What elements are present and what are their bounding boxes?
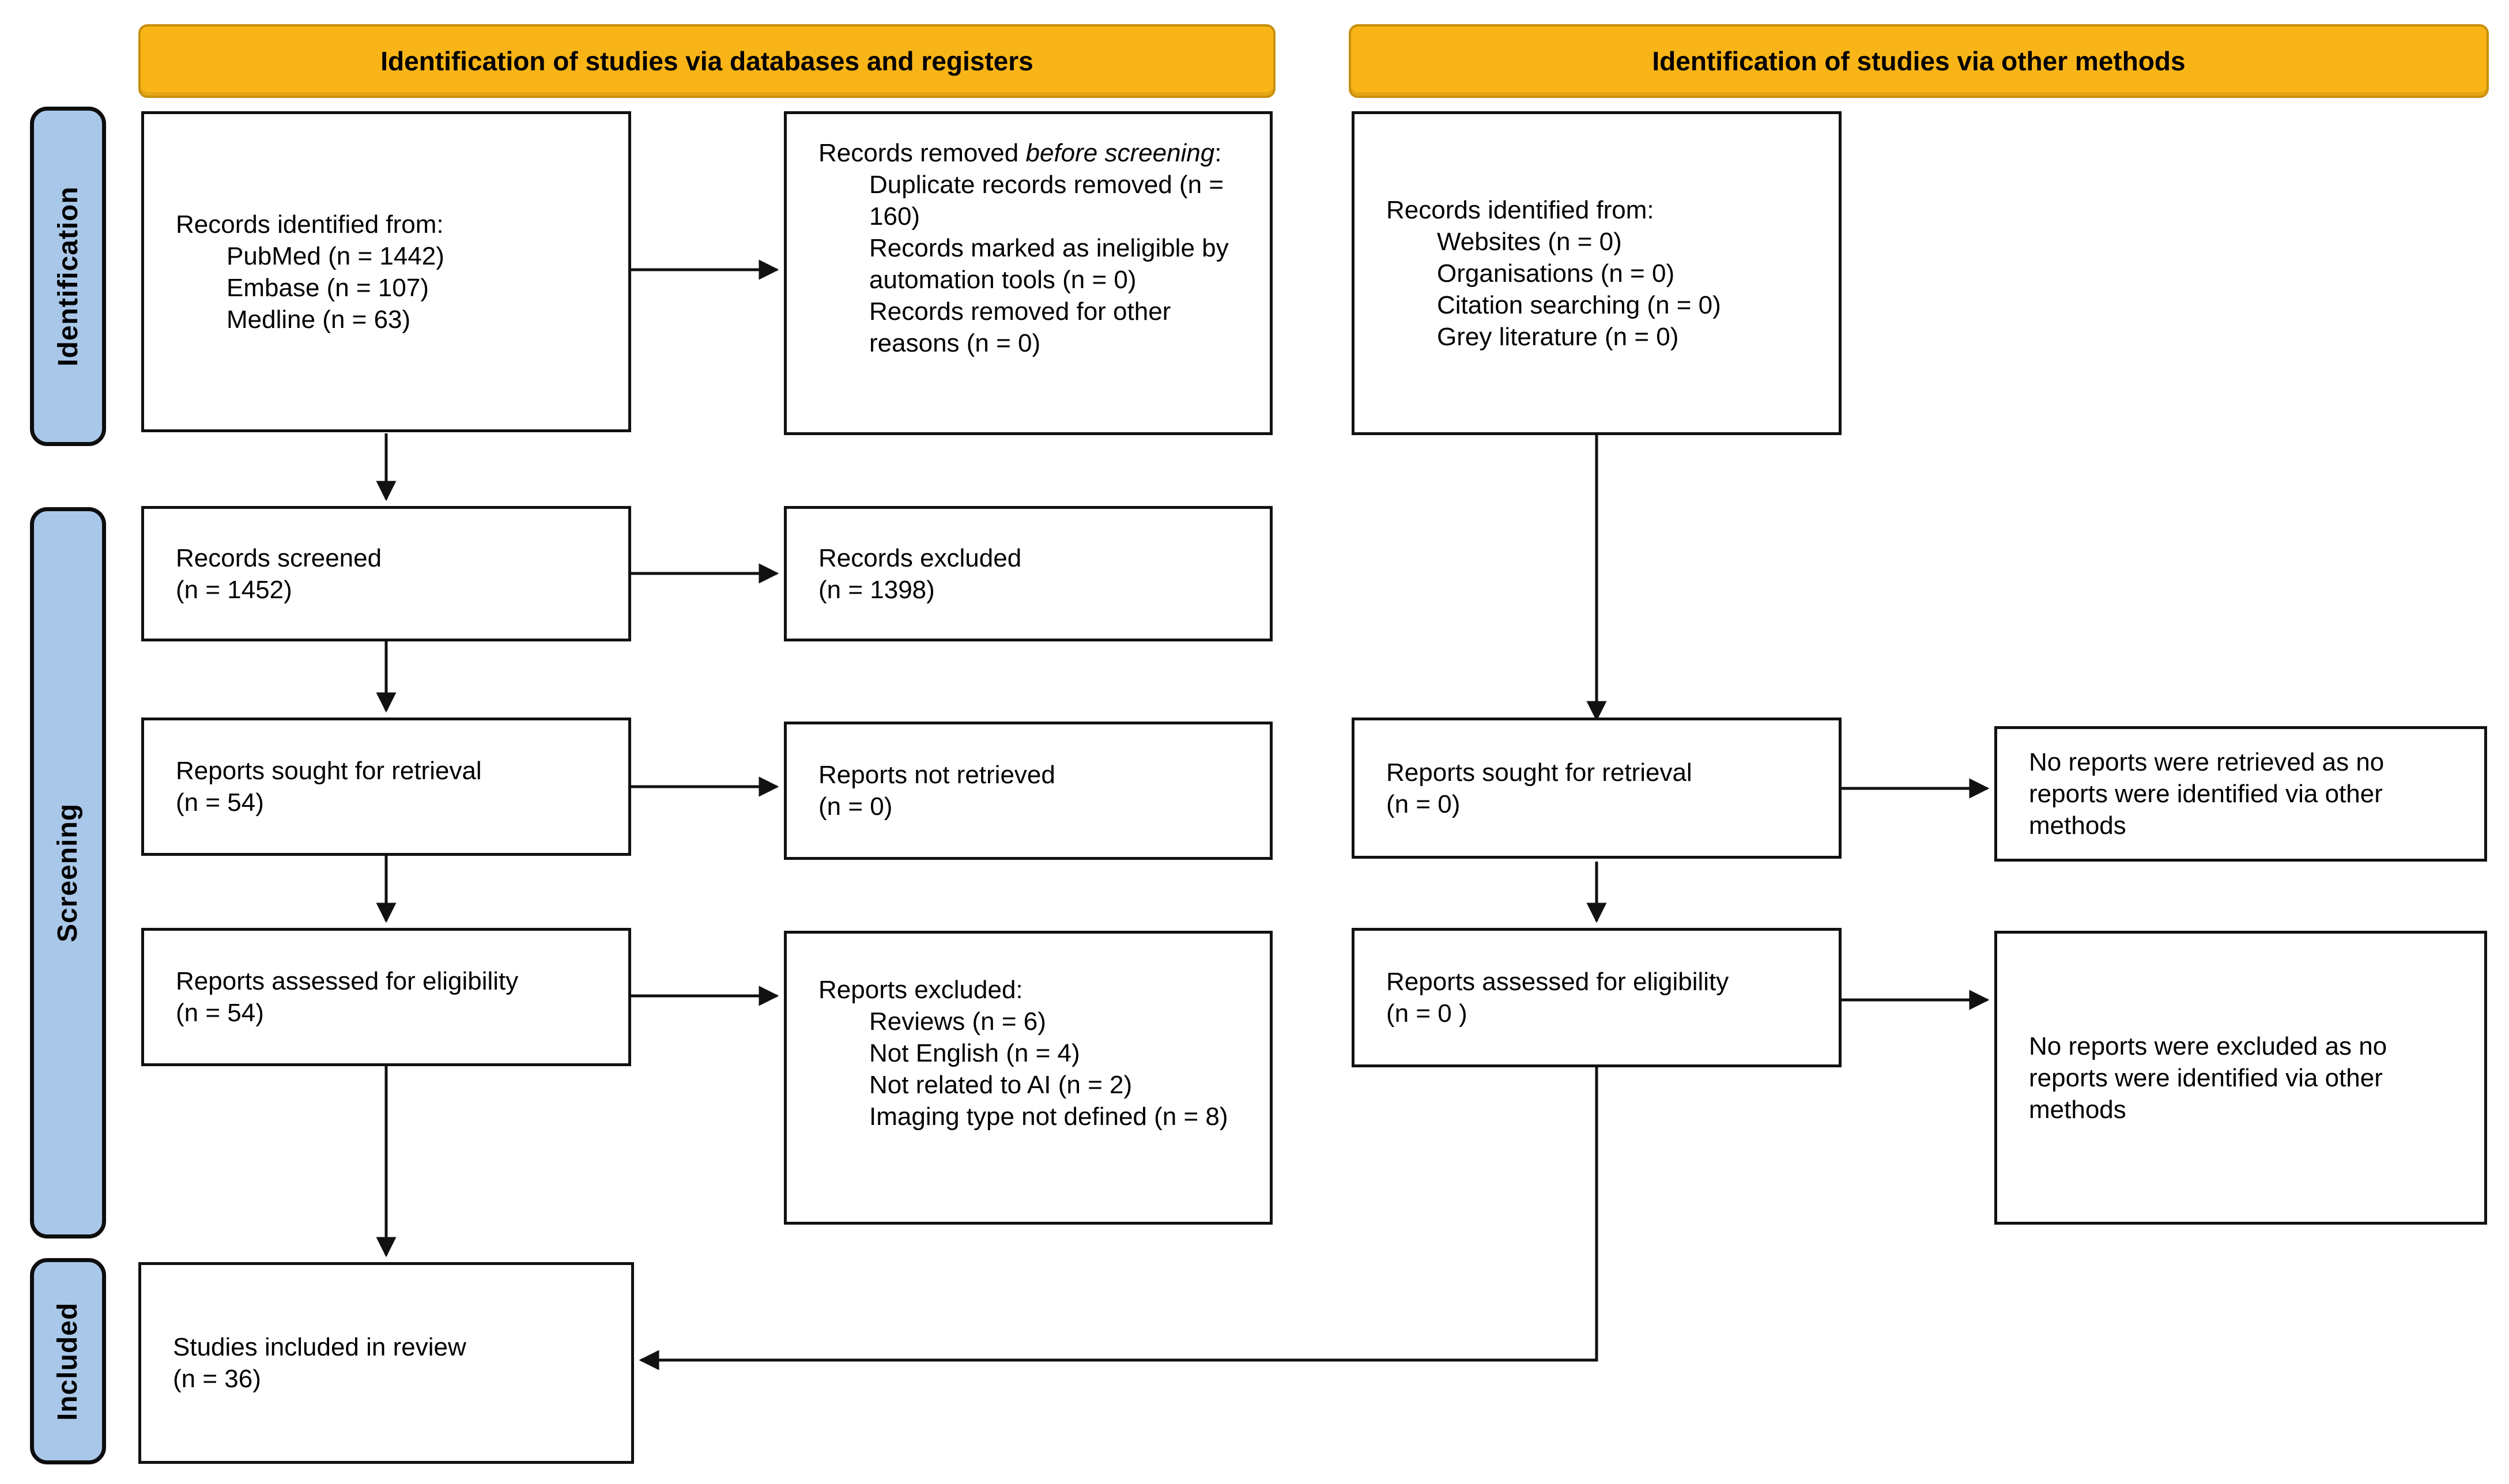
box-line: (n = 0 ) [1386, 999, 1467, 1028]
list-item: PubMed (n = 1442) [227, 241, 444, 270]
header-databases-registers: Identification of studies via databases … [138, 24, 1276, 98]
box-line: (n = 0) [1386, 790, 1461, 818]
list-item: Not English (n = 4) [869, 1039, 1080, 1067]
box-title: Records identified from: [176, 210, 444, 239]
ribbon-included: Included [30, 1258, 106, 1464]
box-line: (n = 1452) [176, 575, 292, 604]
box-records-identified-other: Records identified from: Websites (n = 0… [1352, 111, 1842, 435]
box-text: No reports were retrieved as no reports … [2029, 748, 2385, 840]
list-item: Not related to AI (n = 2) [869, 1071, 1133, 1099]
title-prefix: Records removed [818, 139, 1026, 167]
box-records-removed-before-screening: Records removed before screening: Duplic… [784, 111, 1273, 435]
ribbon-included-label: Included [52, 1302, 84, 1421]
box-records-excluded: Records excluded (n = 1398) [784, 506, 1273, 641]
list-item: Reviews (n = 6) [869, 1007, 1046, 1036]
box-reports-sought-other: Reports sought for retrieval (n = 0) [1352, 718, 1842, 859]
box-records-screened: Records screened (n = 1452) [141, 506, 631, 641]
box-line: Reports assessed for eligibility [176, 967, 519, 995]
box-reports-not-retrieved: Reports not retrieved (n = 0) [784, 722, 1273, 860]
list-item: Imaging type not defined (n = 8) [869, 1102, 1228, 1131]
box-line: Reports sought for retrieval [1386, 758, 1692, 787]
box-reports-sought-databases: Reports sought for retrieval (n = 54) [141, 718, 631, 856]
box-line: (n = 1398) [818, 575, 935, 604]
ribbon-identification: Identification [30, 107, 106, 446]
box-title: Reports excluded: [818, 976, 1023, 1004]
box-line: Studies included in review [173, 1333, 466, 1361]
title-suffix: : [1214, 139, 1222, 167]
header-other-label: Identification of studies via other meth… [1652, 46, 2186, 76]
box-title: Records identified from: [1386, 195, 1654, 224]
box-line: (n = 54) [176, 999, 264, 1027]
box-line: Reports assessed for eligibility [1386, 968, 1729, 996]
box-line: Records excluded [818, 543, 1022, 572]
box-line: Reports sought for retrieval [176, 757, 482, 785]
box-title: Records removed before screening: [818, 137, 1238, 169]
title-italic: before screening [1025, 139, 1215, 167]
header-databases-label: Identification of studies via databases … [380, 46, 1033, 76]
box-text: No reports were excluded as no reports w… [2029, 1032, 2387, 1124]
ribbon-identification-label: Identification [52, 186, 84, 367]
list-item: Records removed for other reasons (n = 0… [869, 297, 1171, 357]
box-line: (n = 54) [176, 788, 264, 817]
header-other-methods: Identification of studies via other meth… [1349, 24, 2489, 98]
box-reports-assessed-other: Reports assessed for eligibility (n = 0 … [1352, 928, 1842, 1067]
box-records-identified-databases: Records identified from: PubMed (n = 144… [141, 111, 631, 432]
ribbon-screening: Screening [30, 507, 106, 1238]
box-no-reports-retrieved: No reports were retrieved as no reports … [1994, 726, 2487, 862]
ribbon-screening-label: Screening [52, 803, 84, 943]
list-item: Duplicate records removed (n = 160) [869, 171, 1224, 231]
box-reports-assessed-databases: Reports assessed for eligibility (n = 54… [141, 928, 631, 1066]
list-item: Websites (n = 0) [1437, 227, 1622, 256]
list-item: Citation searching (n = 0) [1437, 290, 1721, 319]
list-item: Embase (n = 107) [227, 273, 429, 302]
list-item: Medline (n = 63) [227, 305, 411, 334]
list-item: Organisations (n = 0) [1437, 259, 1675, 288]
box-line: Reports not retrieved [818, 761, 1055, 789]
box-no-reports-excluded: No reports were excluded as no reports w… [1994, 931, 2487, 1225]
box-line: (n = 0) [818, 792, 893, 821]
box-line: Records screened [176, 543, 382, 572]
list-item: Grey literature (n = 0) [1437, 322, 1679, 351]
list-item: Records marked as ineligible by automati… [869, 234, 1229, 294]
box-reports-excluded: Reports excluded: Reviews (n = 6) Not En… [784, 931, 1273, 1225]
box-line: (n = 36) [173, 1365, 261, 1393]
box-studies-included: Studies included in review (n = 36) [138, 1262, 634, 1464]
